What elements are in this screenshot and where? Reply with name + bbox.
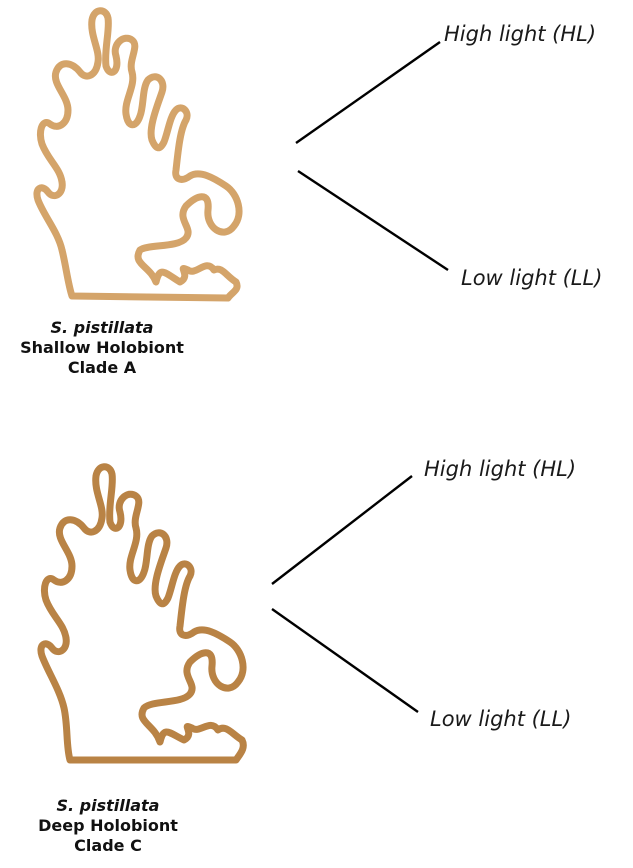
species-name: S. pistillata [2, 318, 202, 338]
coral-shallow-outline [37, 11, 239, 298]
caption-deep-holobiont: S. pistillata Deep Holobiont Clade C [8, 796, 208, 856]
caption-shallow-holobiont: S. pistillata Shallow Holobiont Clade A [2, 318, 202, 378]
clade-label: Clade A [2, 358, 202, 378]
branch-line-deep-high [272, 476, 412, 584]
branch-line-shallow-low [298, 171, 448, 270]
label-shallow-high-light: High light (HL) [444, 22, 596, 46]
species-name: S. pistillata [8, 796, 208, 816]
holobiont-type: Shallow Holobiont [2, 338, 202, 358]
label-deep-high-light: High light (HL) [424, 457, 576, 481]
branch-line-deep-low [272, 609, 418, 712]
label-shallow-low-light: Low light (LL) [461, 266, 602, 290]
clade-label: Clade C [8, 836, 208, 856]
branch-line-shallow-high [296, 42, 440, 143]
label-deep-low-light: Low light (LL) [430, 707, 571, 731]
coral-deep-outline [41, 467, 243, 760]
holobiont-type: Deep Holobiont [8, 816, 208, 836]
